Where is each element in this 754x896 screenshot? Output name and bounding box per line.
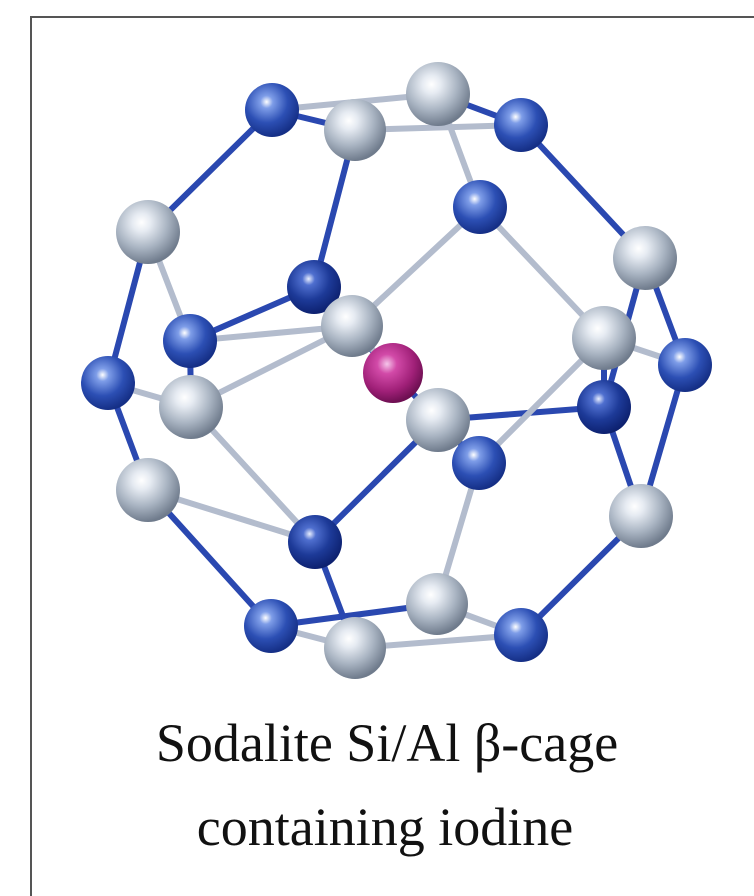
- silicon-atom: [321, 295, 383, 357]
- silicon-atom: [324, 617, 386, 679]
- caption-line-2: containing iodine: [196, 797, 574, 857]
- silicon-atom: [613, 226, 677, 290]
- silicon-atom: [324, 99, 386, 161]
- aluminum-atom: [245, 83, 299, 137]
- aluminum-atom: [577, 380, 631, 434]
- aluminum-atom: [287, 260, 341, 314]
- silicon-atom: [116, 200, 180, 264]
- figure-frame: [30, 16, 754, 896]
- silicon-atom: [406, 388, 470, 452]
- aluminum-atom: [244, 599, 298, 653]
- iodine-atom: [363, 343, 423, 403]
- atom-layer: [81, 62, 712, 679]
- silicon-atom: [609, 484, 673, 548]
- silicon-atom: [406, 573, 468, 635]
- silicon-atom: [116, 458, 180, 522]
- aluminum-atom: [494, 98, 548, 152]
- silicon-atom: [406, 62, 470, 126]
- aluminum-atom: [658, 338, 712, 392]
- silicon-atom: [572, 306, 636, 370]
- aluminum-atom: [494, 608, 548, 662]
- silicon-atom: [159, 375, 223, 439]
- aluminum-atom: [452, 436, 506, 490]
- aluminum-atom: [453, 180, 507, 234]
- caption-line-1: Sodalite Si/Al β-cage: [155, 713, 619, 773]
- aluminum-atom: [81, 356, 135, 410]
- aluminum-atom: [163, 314, 217, 368]
- sodalite-cage-diagram: [81, 62, 712, 679]
- aluminum-atom: [288, 515, 342, 569]
